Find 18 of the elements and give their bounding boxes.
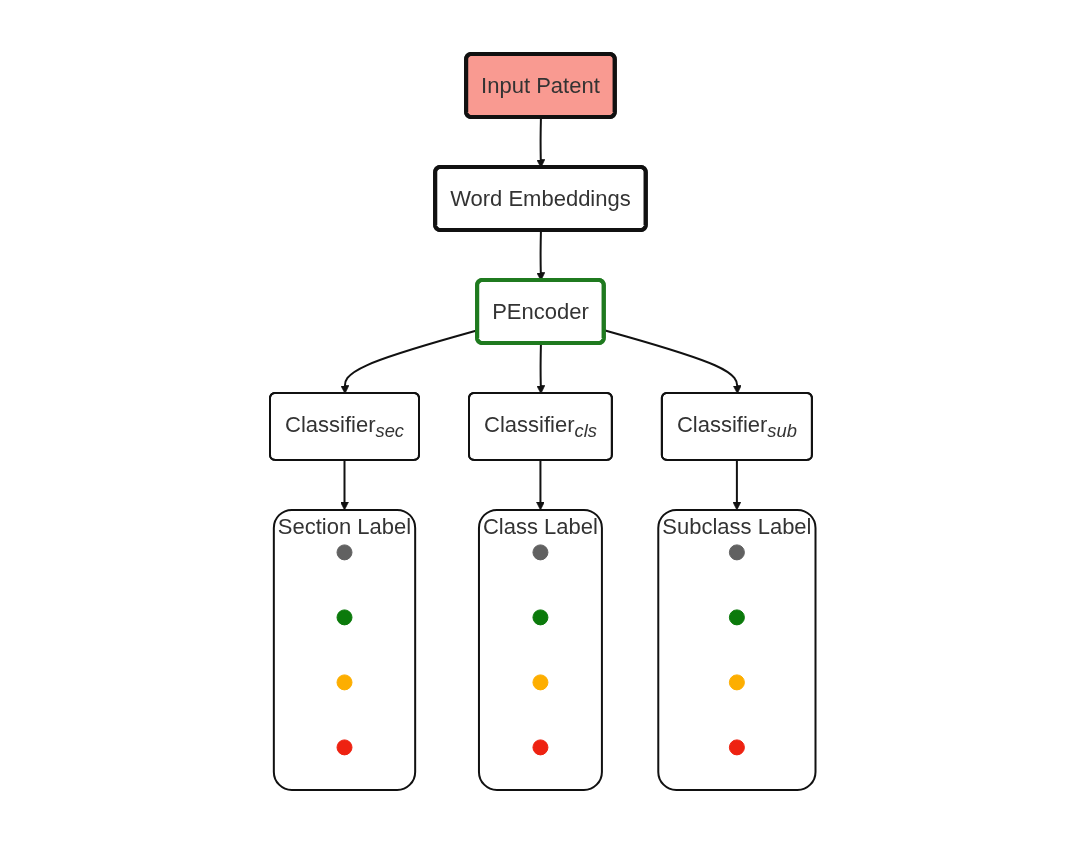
node-circle — [532, 674, 549, 691]
node-circle — [532, 739, 549, 756]
cluster: Class Label — [478, 508, 604, 791]
cluster: Subclass Label — [657, 508, 817, 791]
node-circle — [729, 739, 746, 756]
node-circle — [532, 544, 549, 561]
arrow — [536, 458, 546, 511]
node-circle — [729, 674, 746, 691]
node-circle — [336, 674, 353, 691]
arrow — [732, 458, 742, 511]
arrow — [340, 458, 350, 511]
node-circle — [336, 739, 353, 756]
node-circle — [336, 544, 353, 561]
node-circle — [336, 609, 353, 626]
node-circle — [532, 609, 549, 626]
node-circle — [729, 544, 746, 561]
cluster: Section Label — [273, 508, 417, 791]
node-circle — [729, 609, 746, 626]
